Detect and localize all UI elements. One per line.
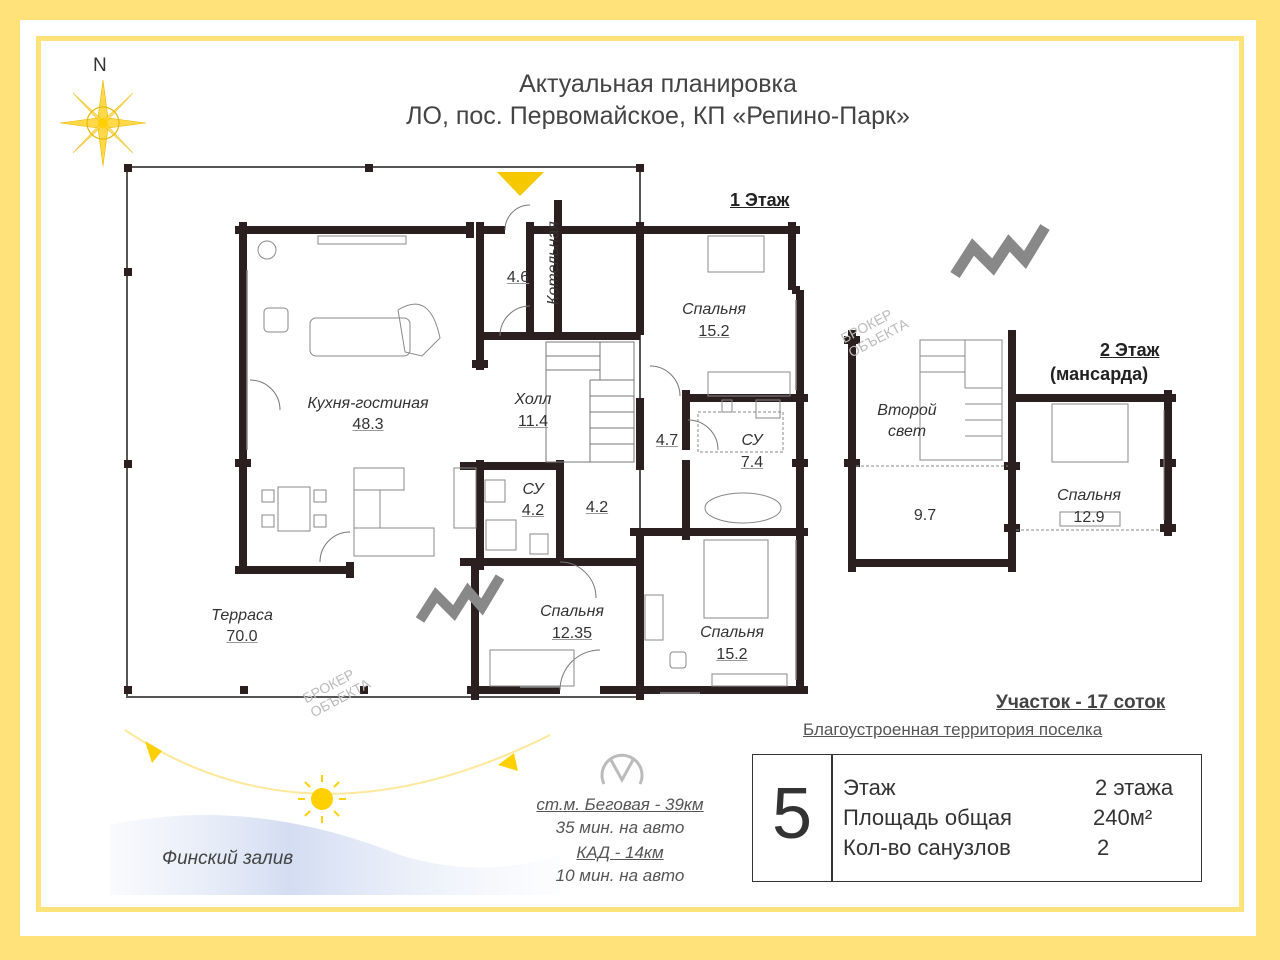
page-title: Актуальная планировка <box>519 70 797 98</box>
floor-2-sublabel: (мансарда) <box>1050 364 1149 384</box>
floor-2-label: 2 Этаж <box>1100 340 1160 360</box>
kad-distance: КАД - 14км <box>576 843 664 862</box>
sun-path-diagram <box>110 729 560 895</box>
gulf-label: Финский залив <box>162 848 294 869</box>
room-name-bedroom-1: Спальня <box>682 301 746 318</box>
room-area-living: 48.3 <box>352 416 384 433</box>
room-area-bedroom-3: 15.2 <box>716 646 748 663</box>
info-value-bathrooms: 2 <box>1097 835 1110 860</box>
room-name-boiler: Котельная <box>545 221 563 305</box>
metro-icon <box>600 753 644 785</box>
room-area-corridor-2: 4.2 <box>585 499 609 516</box>
room-area-hall: 11.4 <box>518 413 548 430</box>
room-name-bathroom-1: СУ <box>741 432 763 449</box>
plot-title: Участок - 17 соток <box>996 692 1166 713</box>
room-name-bedroom-2: Спальня <box>540 603 604 620</box>
room-area-terrace: 70.0 <box>226 628 258 645</box>
room-name-terrace: Терраса <box>211 607 273 624</box>
floor-1-label: 1 Этаж <box>730 190 790 210</box>
metro-distance: ст.м. Беговая - 39км <box>536 795 704 814</box>
room-area-bedroom-2: 12.35 <box>551 625 593 642</box>
room-name-hall: Холл <box>514 391 552 408</box>
sun-icon <box>311 788 333 810</box>
room-area-bedroom-attic: 12.9 <box>1073 509 1105 526</box>
watermark-logo-icon <box>950 224 1050 278</box>
info-value-floors: 2 этажа <box>1095 775 1174 800</box>
info-box: 5 Этаж 2 этажа Площадь общая 240м² Кол-в… <box>752 754 1202 882</box>
room-name-bedroom-attic: Спальня <box>1057 487 1121 504</box>
plot-number: 5 <box>771 774 813 854</box>
compass-north-label: N <box>93 55 107 76</box>
info-label-bathrooms: Кол-во санузлов <box>843 835 1011 860</box>
entrance-marker <box>497 172 544 196</box>
page-subtitle: ЛО, пос. Первомайское, КП «Репино-Парк» <box>406 102 910 130</box>
info-label-floors: Этаж <box>843 775 896 800</box>
room-area-second-light: 9.7 <box>913 507 937 524</box>
watermark-logo-icon-2 <box>415 574 505 623</box>
room-area-corridor-1: 4.7 <box>655 432 679 449</box>
room-area-bedroom-1: 15.2 <box>698 323 730 340</box>
info-value-area: 240м² <box>1093 805 1153 830</box>
room-area-vestibule: 4.6 <box>506 269 530 286</box>
room-name-living: Кухня-гостиная <box>307 395 429 412</box>
room-area-bathroom-2: 4.2 <box>521 502 545 519</box>
room-name-bedroom-3: Спальня <box>700 624 764 641</box>
plot-subtitle: Благоустроенная территория поселка <box>803 720 1103 739</box>
compass-rose-icon <box>59 79 147 167</box>
info-label-area: Площадь общая <box>843 805 1012 830</box>
info-divider <box>831 755 833 881</box>
kad-time: 10 мин. на авто <box>555 866 685 885</box>
metro-time: 35 мин. на авто <box>555 818 685 837</box>
room-area-bathroom-1: 7.4 <box>740 454 764 471</box>
room-name-second-light: Второй свет <box>877 402 937 440</box>
room-name-bathroom-2: СУ <box>522 481 544 498</box>
